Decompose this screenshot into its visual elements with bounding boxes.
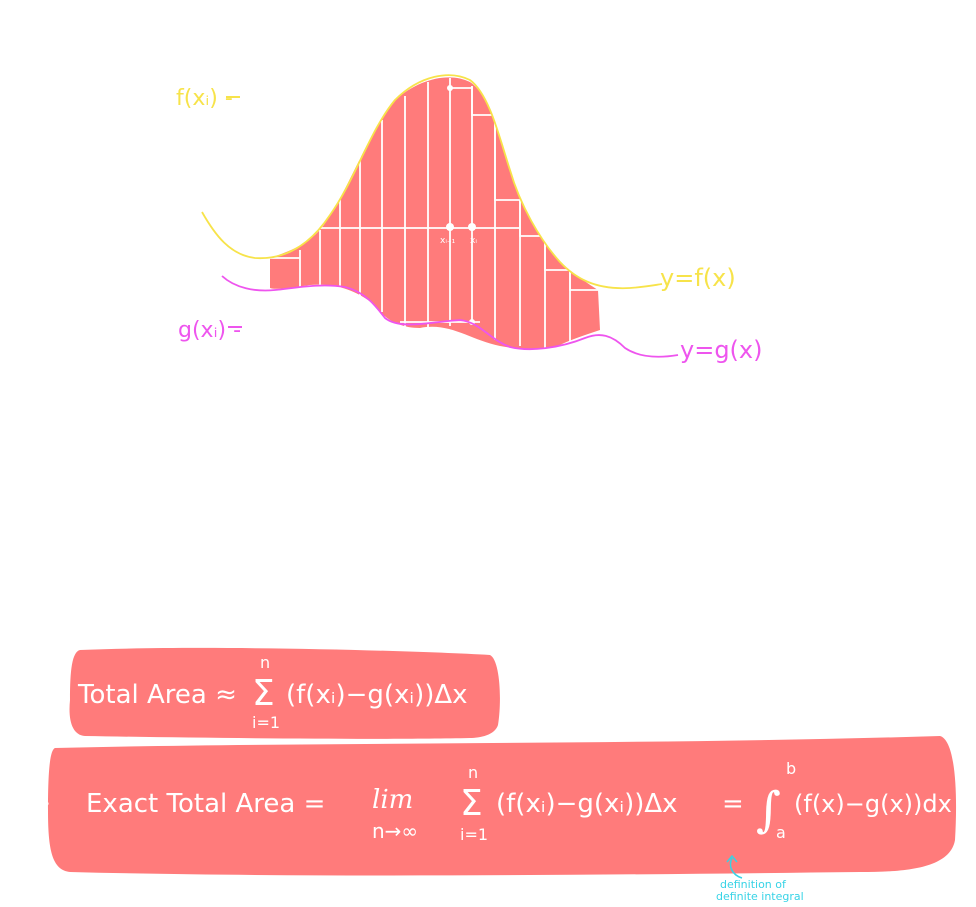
exact-integral: ∫ [756, 782, 781, 838]
approx-body: (f(xᵢ)−g(xᵢ))Δx [286, 680, 468, 710]
exact-sum-top: n [468, 763, 478, 782]
approx-formula-box [69, 647, 500, 739]
y-fx-label: y=f(x) [660, 264, 736, 292]
exact-sum-symbol: Σ [460, 783, 483, 824]
g-curve [221, 275, 679, 358]
note-line-2: definite integral [716, 890, 804, 903]
note-line-1: definition of [720, 878, 787, 891]
approx-lhs: Total Area ≈ [77, 680, 237, 710]
note-arrow [729, 857, 743, 879]
sample-point [447, 85, 453, 91]
exact-lim-sub: n→∞ [372, 819, 418, 843]
exact-upper: b [786, 759, 796, 778]
exact-bullet: ∘ [42, 796, 51, 812]
note-arrowhead [726, 854, 738, 863]
exact-sum-bottom: i=1 [460, 825, 488, 844]
exact-lower: a [776, 823, 786, 842]
g-xi-label: g(xᵢ) - [178, 318, 241, 343]
approx-sum-bottom: i=1 [252, 713, 280, 732]
y-gx-label: y=g(x) [680, 336, 762, 364]
exact-formula-box [48, 736, 957, 876]
x-i-minus-1-label: xᵢ₋₁ [440, 236, 456, 246]
exact-integrand: (f(x)−g(x))dx [794, 790, 952, 818]
approx-sum-top: n [260, 653, 270, 672]
sample-point [446, 223, 454, 231]
exact-lim: lim [372, 785, 413, 815]
exact-equals: = [722, 789, 744, 819]
f-curve [201, 74, 663, 290]
approx-sum-symbol: Σ [252, 673, 275, 714]
step-outline [450, 87, 598, 291]
area-region [270, 77, 600, 349]
exact-lhs: Exact Total Area = [86, 789, 325, 819]
x-i-label: xᵢ [470, 236, 477, 246]
exact-body: (f(xᵢ)−g(xᵢ))Δx [496, 789, 678, 819]
sample-point [468, 223, 476, 231]
f-xi-label: f(xᵢ) - [176, 86, 233, 111]
